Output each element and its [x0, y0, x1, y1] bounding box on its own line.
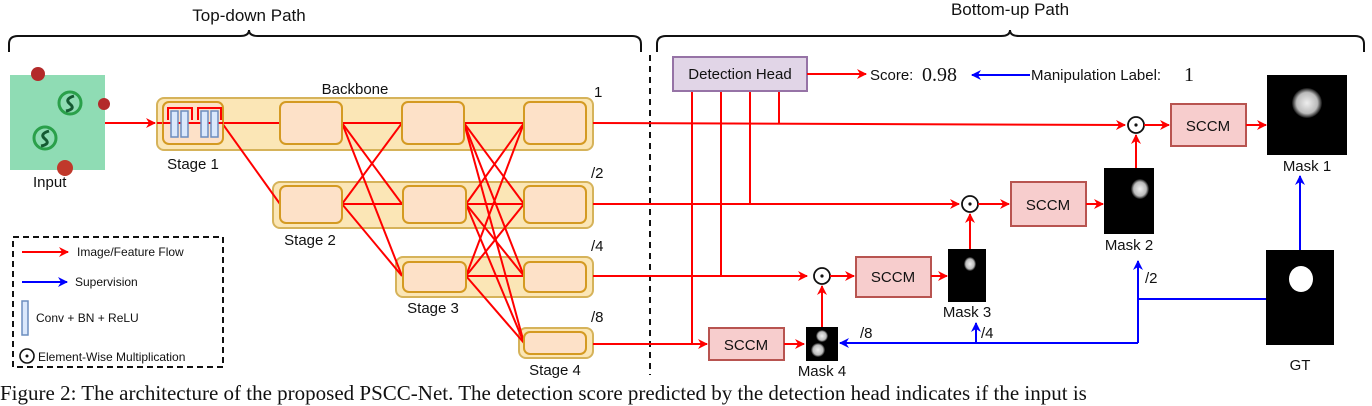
mask-2: Mask 2	[1104, 168, 1154, 254]
svg-text:SCCM: SCCM	[724, 337, 768, 354]
svg-text:Mask 2: Mask 2	[1105, 237, 1153, 254]
figure-caption: Figure 2: The architecture of the propos…	[0, 381, 1087, 405]
svg-text:SCCM: SCCM	[1026, 197, 1070, 214]
svg-text:Mask 1: Mask 1	[1283, 158, 1331, 175]
scale-label-8: /8	[591, 309, 604, 326]
bottom-up-brace: Bottom-up Path	[656, 0, 1365, 52]
manipulation-label: Manipulation Label:	[1031, 67, 1161, 84]
detection-head-label: Detection Head	[688, 66, 791, 83]
score-label: Score:	[870, 67, 913, 84]
svg-text:SCCM: SCCM	[871, 269, 915, 286]
svg-text:Element-Wise Multiplication: Element-Wise Multiplication	[38, 350, 185, 364]
block-3-4	[523, 261, 587, 293]
detection-head: Detection Head	[672, 56, 808, 92]
supervision-scale-8: /8	[860, 325, 873, 342]
odot-1	[1127, 116, 1145, 134]
block-4-4	[523, 331, 587, 355]
sccm-3: SCCM	[855, 256, 932, 298]
gt-label: GT	[1290, 357, 1311, 374]
svg-text:Mask 3: Mask 3	[943, 304, 991, 321]
stage-1-label: Stage 1	[167, 156, 219, 173]
block-3-3	[402, 261, 467, 293]
supervision-scale-4: /4	[981, 325, 994, 342]
odot-multipliers	[813, 116, 1145, 285]
legend-item-odot: Element-Wise Multiplication	[19, 348, 185, 364]
sccm-blocks: SCCM SCCM SCCM SCCM	[708, 103, 1247, 361]
odot-2	[961, 195, 979, 213]
scale-label-4: /4	[591, 238, 604, 255]
conv-block-icon	[21, 300, 29, 336]
odot-3	[813, 267, 831, 285]
sccm-1: SCCM	[1170, 103, 1247, 147]
legend: Image/Feature Flow Supervision Conv + BN…	[12, 236, 224, 368]
odot-icon	[19, 348, 35, 364]
backbone-label: Backbone	[322, 81, 389, 98]
svg-text:Supervision: Supervision	[75, 275, 138, 289]
block-1-4	[523, 101, 587, 145]
mask-4: Mask 4	[798, 327, 846, 380]
architecture-diagram: Top-down Path Bottom-up Path Input Backb…	[8, 0, 1365, 380]
stage-3-label: Stage 3	[407, 300, 459, 317]
svg-text:Mask 4: Mask 4	[798, 363, 846, 380]
input-image: Input	[10, 67, 110, 191]
score-value: 0.98	[922, 64, 957, 86]
mask-1: Mask 1	[1267, 75, 1347, 175]
legend-item-conv: Conv + BN + ReLU	[21, 300, 139, 336]
input-label: Input	[33, 174, 67, 191]
manipulation-value: 1	[1184, 64, 1194, 86]
scale-label-1: 1	[594, 84, 602, 101]
ground-truth-mask: GT	[1266, 250, 1334, 374]
top-down-brace: Top-down Path	[8, 6, 642, 52]
legend-item-flow: Image/Feature Flow	[22, 245, 184, 259]
supervision-flows	[839, 175, 1305, 348]
bottom-up-flows	[784, 120, 1267, 349]
stage-4-label: Stage 4	[529, 362, 581, 379]
block-2-4	[523, 185, 587, 224]
sccm-2: SCCM	[1010, 181, 1087, 227]
svg-text:Conv + BN + ReLU: Conv + BN + ReLU	[36, 311, 139, 325]
mask-3: Mask 3	[943, 249, 991, 321]
svg-text:SCCM: SCCM	[1186, 118, 1230, 135]
scale-label-2: /2	[591, 165, 604, 182]
backbone-connections	[157, 122, 525, 344]
block-2-3	[402, 185, 467, 224]
block-1-2	[279, 101, 343, 145]
supervision-scale-2: /2	[1145, 270, 1158, 287]
svg-text:Image/Feature Flow: Image/Feature Flow	[77, 245, 184, 259]
sccm-4: SCCM	[708, 327, 785, 361]
legend-item-supervision: Supervision	[22, 275, 138, 289]
top-down-label: Top-down Path	[192, 6, 305, 25]
conv-bn-relu-blocks	[163, 107, 223, 138]
stage-2-label: Stage 2	[284, 232, 336, 249]
block-1-3	[401, 101, 465, 145]
block-2-2	[279, 185, 343, 224]
feature-outputs	[592, 72, 1126, 349]
bottom-up-label: Bottom-up Path	[951, 0, 1069, 19]
